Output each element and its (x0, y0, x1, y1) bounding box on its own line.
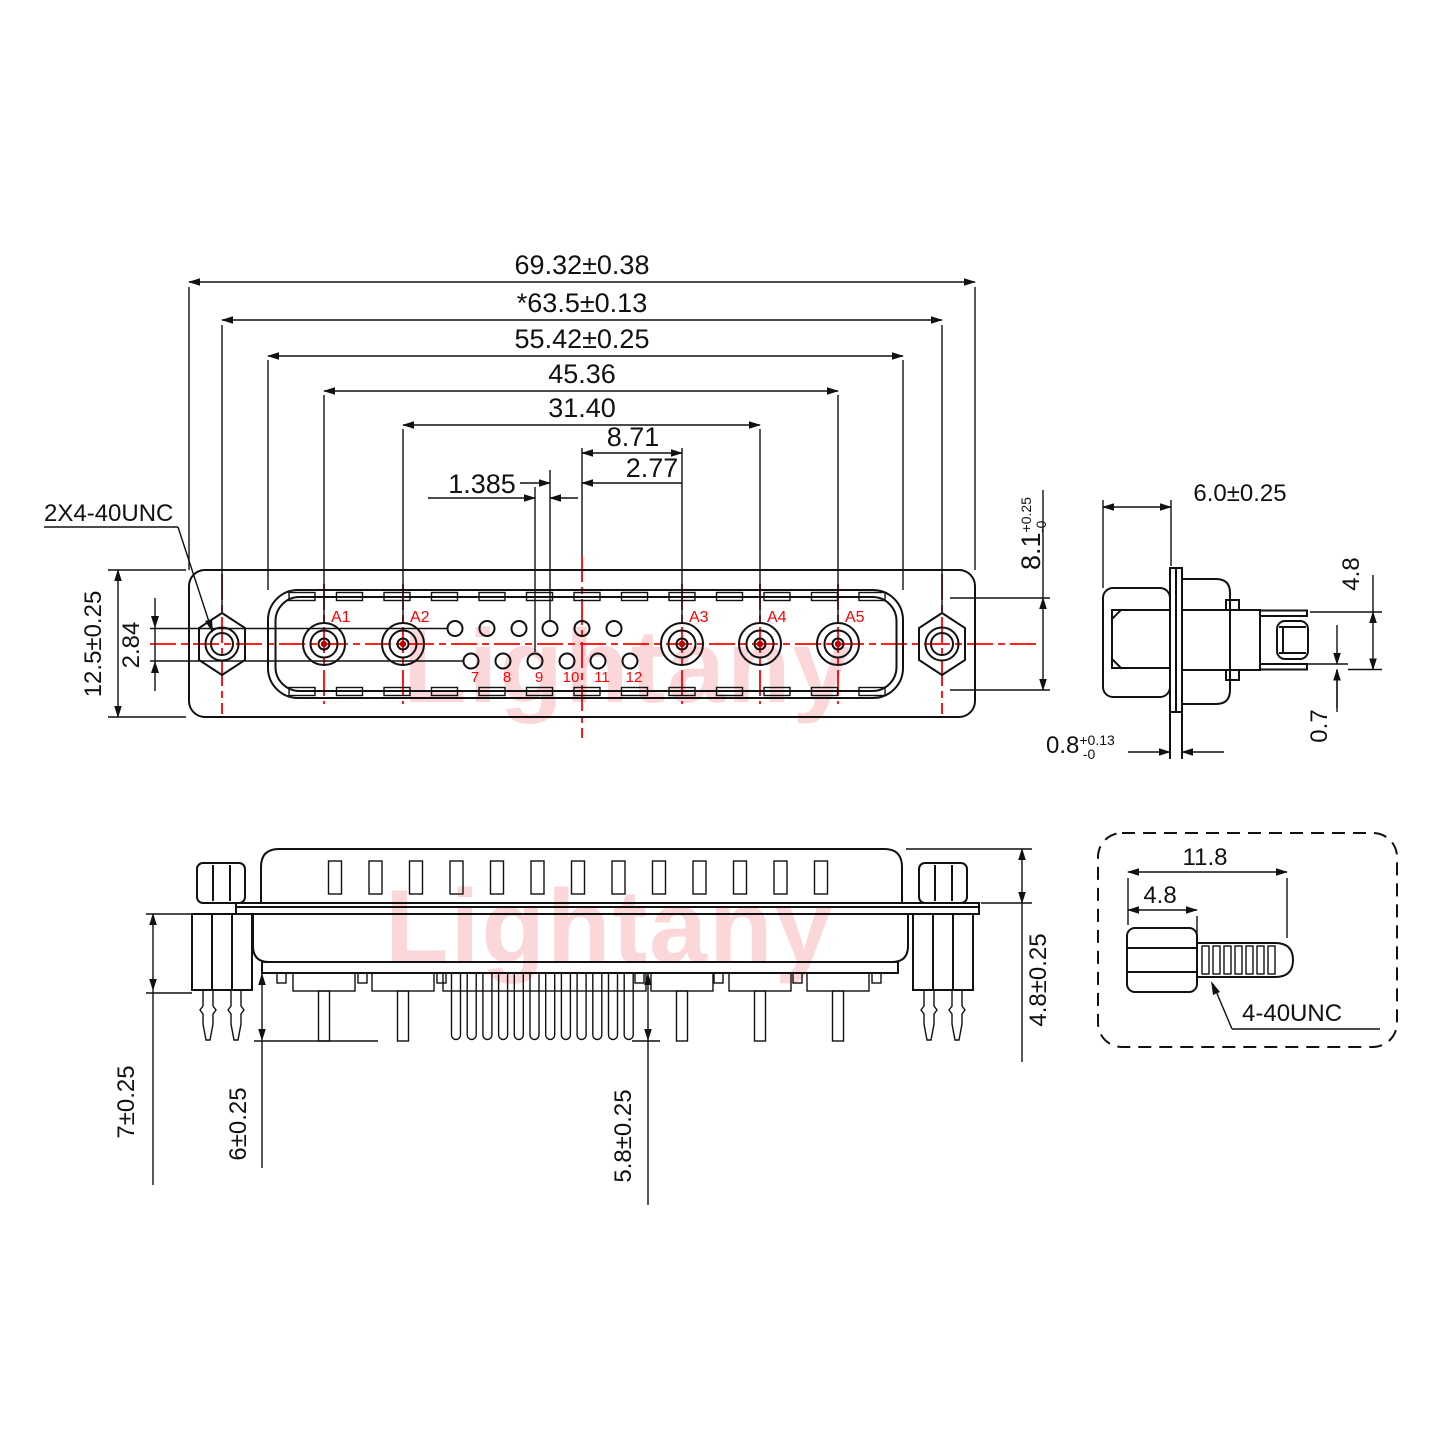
watermark-bottom: Lightany (385, 869, 834, 985)
coax-leg-block (292, 972, 356, 992)
dim-signal-pin-length: 5.8±0.25 (610, 1089, 637, 1182)
dim-shell-height: 8.1+0.25-0 (1016, 497, 1049, 570)
watermark-front: Lightany (403, 609, 852, 725)
dim-flange-height: 12.5±0.25 (80, 591, 107, 698)
bottom-standoff-left-block (191, 913, 253, 991)
dim-center-a3: 8.71 (607, 422, 660, 452)
pin-label-11: 11 (594, 669, 610, 686)
detail-box (1097, 832, 1398, 1048)
dim-screw-total-length: 11.8 (1183, 844, 1228, 871)
pin-label-10: 10 (563, 669, 580, 686)
press-fit-leg (920, 989, 938, 1041)
pin-row-reference-lines (150, 627, 464, 662)
front-view-dimension-texts: 69.32±0.38 *63.5±0.13 55.42±0.25 45.36 3… (44, 250, 678, 697)
detail-view: 11.8 4.8 4-40UNC (1097, 832, 1398, 1048)
side-view-dimension-lines (950, 490, 1382, 756)
side-view-dimension-texts: 6.0±0.25 8.1+0.25-0 4.8 0.7 0.8+0.13-0 (1016, 480, 1365, 762)
press-fit-leg (227, 989, 245, 1041)
bottom-shell (260, 848, 903, 904)
dshell-inner (274, 596, 898, 692)
bottom-standoff-right-top (918, 862, 968, 904)
coax-leg-pin (753, 990, 767, 1042)
dim-gap: 0.7 (1306, 709, 1333, 742)
bottom-view-dimension-lines (146, 848, 1032, 1205)
coax-label-a5: A5 (845, 609, 865, 626)
coax-leg-pin (831, 990, 845, 1042)
bottom-shell-slots (327, 860, 829, 895)
side-coax-contact (1276, 620, 1309, 660)
pin-label-9: 9 (535, 669, 543, 686)
front-view-dimension-lines (44, 278, 976, 718)
screw-hex-head (1126, 927, 1198, 993)
coax-label-a3: A3 (689, 609, 709, 626)
dim-total-width: 69.32±0.38 (515, 250, 650, 280)
coax-leg-pin (675, 990, 689, 1042)
coax-label-a2: A2 (410, 609, 430, 626)
front-view: A1 A2 A3 A4 A5 7 8 9 10 11 12 (44, 250, 976, 718)
dim-row-offset: 2.84 (118, 622, 145, 669)
dim-coax-pin-length: 6±0.25 (225, 1087, 252, 1160)
dim-screw-head-length: 4.8 (1143, 882, 1176, 909)
bottom-view: 7±0.25 6±0.25 5.8±0.25 4.8±0.25 (113, 848, 1052, 1205)
dim-a2-a4: 31.40 (548, 393, 616, 423)
dim-flange-thickness: 0.8+0.13-0 (1046, 732, 1115, 762)
dim-body-depth: 6.0±0.25 (1193, 480, 1286, 507)
dim-contact-height: 4.8 (1338, 557, 1365, 590)
bottom-flange-plate (235, 902, 980, 915)
watermark-group: Lightany Lightany (385, 609, 852, 985)
bottom-standoff-right-block (912, 913, 974, 991)
coax-label-a1: A1 (331, 609, 351, 626)
mount-hex-right (918, 611, 966, 677)
pin-label-7: 7 (471, 669, 479, 686)
coax-leg-pin (396, 990, 410, 1042)
side-rear-body (1181, 578, 1231, 705)
dim-pin-pitch: 2.77 (626, 453, 679, 483)
side-barrel (1181, 609, 1261, 671)
press-fit-leg (199, 989, 217, 1041)
detail-dimension-texts: 11.8 4.8 4-40UNC (1143, 844, 1342, 1027)
connector-flange (188, 569, 976, 718)
coax-leg-pin (317, 990, 331, 1042)
coax-center-dots (320, 640, 842, 648)
press-fit-leg (948, 989, 966, 1041)
side-view: 6.0±0.25 8.1+0.25-0 4.8 0.7 0.8+0.13-0 (950, 480, 1382, 762)
contact-labels: A1 A2 A3 A4 A5 7 8 9 10 11 12 (331, 609, 865, 686)
thread-callout: 2X4-40UNC (44, 500, 173, 527)
dim-shell-width: 55.42±0.25 (515, 324, 650, 354)
bottom-standoff-left-top (196, 862, 246, 904)
dim-a1-a5: 45.36 (548, 359, 616, 389)
coax-label-a4: A4 (767, 609, 787, 626)
bottom-view-dimension-texts: 7±0.25 6±0.25 5.8±0.25 4.8±0.25 (113, 933, 1052, 1182)
dim-half-pitch: 1.385 (448, 469, 516, 499)
signal-pins (446, 620, 639, 670)
dim-standoff-depth: 7±0.25 (113, 1065, 140, 1138)
side-hex-profile (1111, 609, 1171, 669)
detail-dimension-lines (1127, 868, 1380, 1030)
pin-label-8: 8 (503, 669, 511, 686)
dim-bottom-shell-height: 4.8±0.25 (1025, 933, 1052, 1026)
dim-mount-span: *63.5±0.13 (517, 288, 647, 318)
screw-thread-shaft (1196, 942, 1295, 978)
screw-thread-label: 4-40UNC (1242, 1000, 1342, 1027)
side-body (1102, 587, 1171, 698)
pin-label-12: 12 (626, 669, 643, 686)
bottom-contacts (199, 972, 966, 1042)
dshell-outer (267, 589, 904, 699)
